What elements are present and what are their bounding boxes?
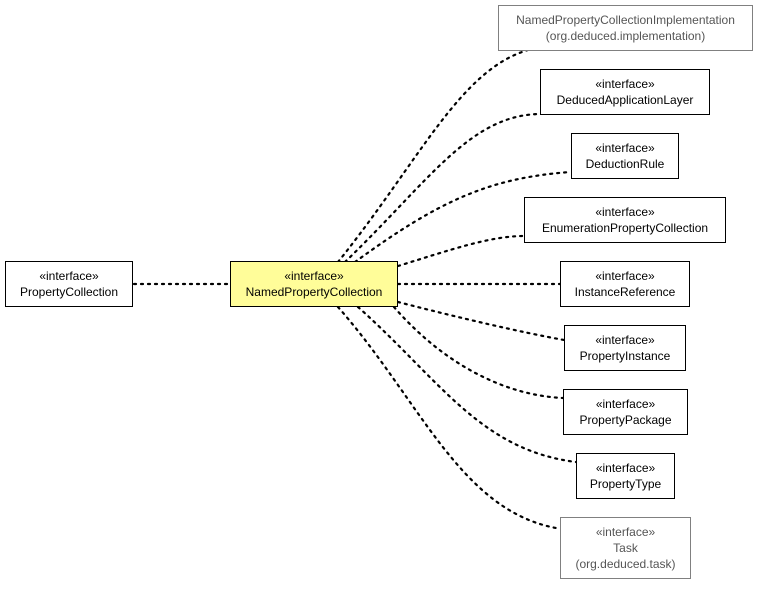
connector-enumeration-property-collection [396,234,526,268]
connector-property-type [356,305,578,464]
class-name: DeductionRule [585,157,665,171]
stereotype-label: «interface» [595,461,656,475]
stereotype-label: «interface» [284,269,344,283]
connector-property-package [392,305,565,400]
class-name: DeducedApplicationLayer [556,93,694,107]
class-box-deduction-rule[interactable]: «interface» DeductionRule [571,133,679,179]
connector-property-instance [396,300,566,342]
class-box-property-collection[interactable]: «interface» PropertyCollection [5,261,133,307]
class-name: PropertyType [589,477,662,491]
class-name: NamedPropertyCollectionImplementation [516,13,735,27]
class-box-instance-reference[interactable]: «interface» InstanceReference [560,261,690,307]
stereotype-label: «interface» [39,269,99,283]
stereotype-label: «interface» [595,77,655,91]
class-name: PropertyInstance [579,349,671,363]
class-box-named-property-collection-implementation[interactable]: NamedPropertyCollectionImplementation (o… [498,5,753,51]
stereotype-label: «interface» [595,333,655,347]
package-label: (org.deduced.implementation) [545,29,706,43]
stereotype-label: «interface» [595,141,655,155]
connector-task [336,305,558,530]
class-name: Task [613,541,638,555]
package-label: (org.deduced.task) [575,557,676,571]
class-name: EnumerationPropertyCollection [541,221,709,235]
class-box-property-type[interactable]: «interface» PropertyType [576,453,675,499]
class-box-property-package[interactable]: «interface» PropertyPackage [563,389,688,435]
stereotype-label: «interface» [595,269,655,283]
stereotype-label: «interface» [595,397,656,411]
class-box-named-property-collection[interactable]: «interface» NamedPropertyCollection [230,261,398,307]
class-name: NamedPropertyCollection [245,285,383,299]
class-name: PropertyPackage [579,413,672,427]
stereotype-label: «interface» [595,205,655,219]
class-name: InstanceReference [574,285,676,299]
class-box-property-instance[interactable]: «interface» PropertyInstance [564,325,686,371]
stereotype-label: «interface» [595,525,656,539]
connector-named-property-collection-implementation [336,48,530,264]
class-box-task[interactable]: «interface» Task (org.deduced.task) [560,517,691,579]
class-box-enumeration-property-collection[interactable]: «interface» EnumerationPropertyCollectio… [524,197,726,243]
class-name: PropertyCollection [19,285,119,299]
connector-deduction-rule [353,170,572,264]
class-box-deduced-application-layer[interactable]: «interface» DeducedApplicationLayer [540,69,710,115]
connector-deduced-application-layer [343,112,542,264]
